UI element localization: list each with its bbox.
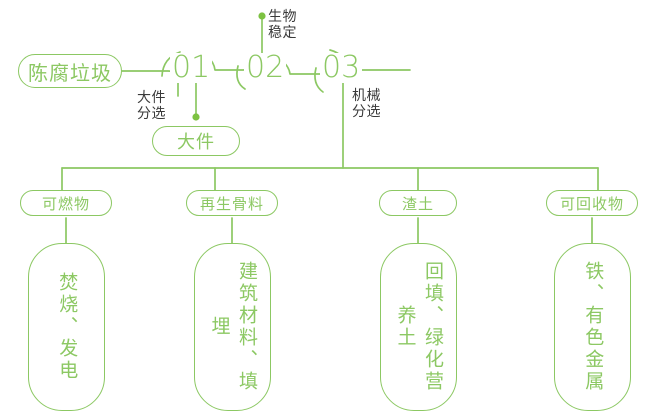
output-detail-text-4: 铁、有色金属 [582,261,604,393]
bio-stabilize-dot [258,12,266,20]
output-chip-3[interactable]: 渣土 [379,190,457,216]
output-detail-box-3[interactable]: 回填、绿化营养土 [380,243,457,411]
stage-01-output-pill[interactable]: 大件 [152,126,240,156]
bulky-output-dot [192,113,200,121]
source-pill[interactable]: 陈腐垃圾 [18,54,122,88]
output-detail-box-1[interactable]: 焚烧、发电 [28,243,105,411]
stage-number-01[interactable]: 01 [170,50,213,85]
stage-03-annotation: 机械 分选 [352,87,381,119]
output-chip-1[interactable]: 可燃物 [20,190,112,216]
output-chip-4[interactable]: 可回收物 [546,190,638,216]
output-detail-text-1: 焚烧、发电 [56,272,78,382]
stage-number-02[interactable]: 02 [244,50,287,85]
stage-01-annotation: 大件 分选 [137,89,166,121]
output-detail-text-3: 回填、绿化营养土 [394,261,444,393]
stage-number-03[interactable]: 03 [320,50,363,85]
stage-02-annotation: 生物 稳定 [268,8,297,40]
output-detail-text-2: 建筑材料、填埋 [208,261,258,393]
output-detail-box-4[interactable]: 铁、有色金属 [554,243,631,411]
output-detail-box-2[interactable]: 建筑材料、填埋 [194,243,271,411]
output-chip-2[interactable]: 再生骨料 [186,190,278,216]
